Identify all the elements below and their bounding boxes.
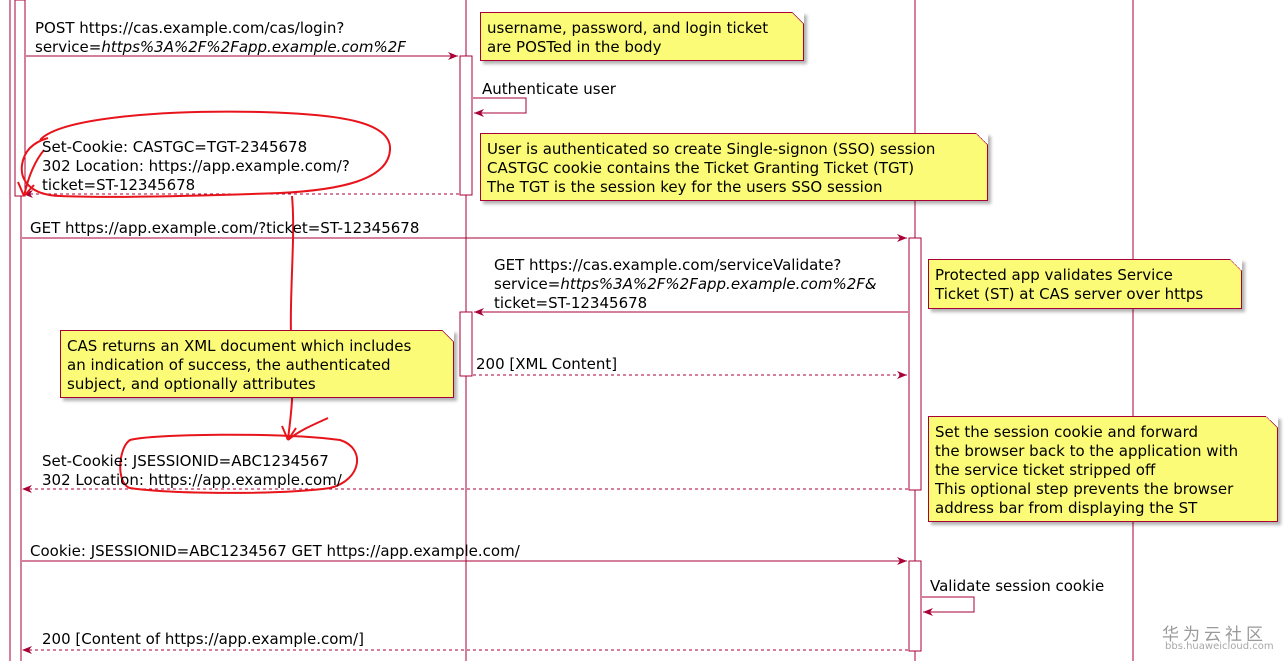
note-post-body-line-1: username, password, and login ticket [487,19,769,37]
label-set-cookie-jsessionid: Set-Cookie: JSESSIONID=ABC1234567 [42,452,329,470]
label-service-validate-2-encoded: https%3A%2F%2Fapp.example.com%2F& [560,275,877,293]
note-sso-session-line-3: The TGT is the session key for the users… [487,178,883,196]
note-session-cookie-line-4: This optional step prevents the browser [935,480,1234,498]
label-service-validate-2-prefix: service= [494,275,561,293]
note-session-cookie-line-3: the service ticket stripped off [935,461,1156,479]
label-post-login-1: POST https://cas.example.com/cas/login? [35,19,345,37]
label-302-location-ticket: 302 Location: https://app.example.com/? [42,157,350,175]
note-post-body: username, password, and login ticket are… [480,12,804,61]
label-service-validate-2: service=https%3A%2F%2Fapp.example.com%2F… [494,275,877,294]
note-sso-session-line-1: User is authenticated so create Single-s… [487,140,936,158]
label-post-login-2: service=https%3A%2F%2Fapp.example.com%2F [35,38,406,57]
label-ticket-st: ticket=ST-12345678 [42,176,196,194]
note-validate-ticket-line-2: Ticket (ST) at CAS server over https [935,285,1204,303]
activation-app-session [908,560,922,652]
label-post-login-2-encoded: https%3A%2F%2Fapp.example.com%2F [101,38,406,56]
note-validate-ticket-line-1: Protected app validates Service [935,266,1173,284]
label-cookie-get: Cookie: JSESSIONID=ABC1234567 GET https:… [30,542,520,560]
note-sso-session-line-2: CASTGC cookie contains the Ticket Granti… [487,159,915,177]
note-xml-document-line-3: subject, and optionally attributes [67,375,316,393]
note-session-cookie: Set the session cookie and forward the b… [928,416,1278,522]
label-get-app-ticket: GET https://app.example.com/?ticket=ST-1… [30,219,420,237]
annotation-circle-jsessionid [119,433,358,494]
note-post-body-line-2: are POSTed in the body [487,38,662,56]
watermark-brand: 华为云社区 [1162,625,1267,645]
label-validate-session: Validate session cookie [930,577,1105,595]
note-session-cookie-line-2: the browser back to the application with [935,442,1239,460]
label-200-content: 200 [Content of https://app.example.com/… [42,630,364,648]
note-xml-document-line-2: an indication of success, the authentica… [67,356,391,374]
label-set-cookie-castgc: Set-Cookie: CASTGC=TGT-2345678 [42,138,308,156]
note-xml-document: CAS returns an XML document which includ… [60,330,454,398]
label-post-login-2-prefix: service= [35,38,102,56]
activation-app-ticket [908,237,922,491]
annotation-arrow-to-browser [17,149,45,197]
note-xml-document-line-1: CAS returns an XML document which includ… [67,337,412,355]
arrow-authenticate-self [473,97,527,117]
activation-cas-validate [459,311,473,377]
annotation-circle-castgc [20,110,392,198]
label-302-location-app: 302 Location: https://app.example.com/ [42,471,342,489]
arrow-validate-session-self [922,596,975,616]
watermark-url: bbs.huaweicloud.com [1165,641,1274,652]
activation-cas-login [459,55,473,196]
label-authenticate-user: Authenticate user [482,80,616,98]
note-validate-ticket: Protected app validates Service Ticket (… [928,259,1242,309]
label-xml-content: 200 [XML Content] [476,355,618,373]
activation-browser-top [14,0,26,197]
note-session-cookie-line-1: Set the session cookie and forward [935,423,1199,441]
label-service-validate-3: ticket=ST-12345678 [494,294,648,312]
note-sso-session: User is authenticated so create Single-s… [480,133,988,201]
note-session-cookie-line-5: address bar from displaying the ST [935,499,1198,517]
label-service-validate-1: GET https://cas.example.com/serviceValid… [494,256,842,274]
